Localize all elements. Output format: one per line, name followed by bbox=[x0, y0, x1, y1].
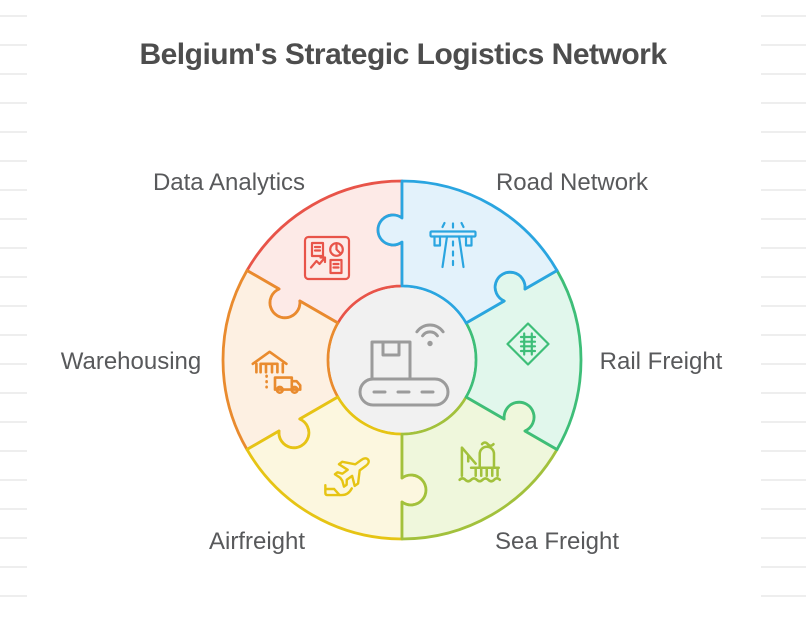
ruled-lines-left bbox=[0, 0, 27, 620]
warehouse-truck-icon bbox=[251, 350, 302, 395]
hub-circle bbox=[329, 287, 475, 433]
smart-conveyor-icon bbox=[358, 323, 450, 407]
railway-diamond-icon bbox=[506, 322, 550, 366]
segment-label-warehousing: Warehousing bbox=[60, 348, 202, 375]
segment-label-rail-freight: Rail Freight bbox=[599, 348, 723, 375]
segment-label-data-analytics: Data Analytics bbox=[152, 169, 306, 196]
page-title: Belgium's Strategic Logistics Network bbox=[139, 38, 667, 71]
airplane-takeoff-icon bbox=[324, 457, 370, 497]
highway-icon bbox=[429, 221, 477, 269]
puzzle-piece-road-network bbox=[376, 179, 559, 325]
ruled-lines-right bbox=[761, 0, 806, 620]
segment-label-airfreight: Airfreight bbox=[208, 528, 306, 555]
segment-label-road-network: Road Network bbox=[495, 169, 649, 196]
port-crane-icon bbox=[458, 441, 502, 483]
segment-label-sea-freight: Sea Freight bbox=[494, 528, 620, 555]
analytics-dashboard-icon bbox=[303, 235, 351, 281]
